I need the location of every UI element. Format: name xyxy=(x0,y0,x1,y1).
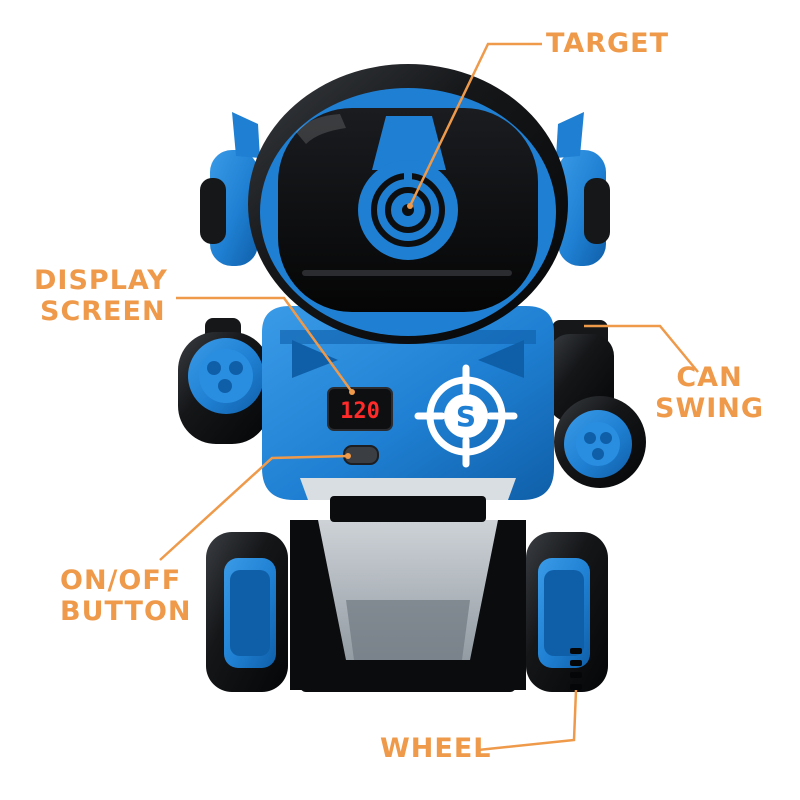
callout-swing-line1: CAN xyxy=(655,362,764,393)
wheel-leader xyxy=(478,690,576,750)
callout-target: TARGET xyxy=(546,28,669,59)
callout-display-line1: DISPLAY xyxy=(34,265,168,296)
callout-onoff-line2: BUTTON xyxy=(60,596,192,627)
display-screen: 120 xyxy=(328,388,392,430)
callout-target-text: TARGET xyxy=(546,28,669,59)
callout-wheel: WHEEL xyxy=(380,733,491,764)
wheel-base xyxy=(206,520,608,692)
callout-display-screen: DISPLAY SCREEN xyxy=(34,265,168,327)
callout-swing-line2: SWING xyxy=(655,393,764,424)
chest-logo-letter: S xyxy=(456,400,476,433)
callout-onoff-line1: ON/OFF xyxy=(60,565,192,596)
callout-display-line2: SCREEN xyxy=(34,296,168,327)
left-arm xyxy=(178,318,270,444)
callout-on-off-button: ON/OFF BUTTON xyxy=(60,565,192,627)
right-arm xyxy=(548,320,646,488)
display-readout: 120 xyxy=(340,399,380,424)
callout-wheel-text: WHEEL xyxy=(380,733,491,764)
head xyxy=(200,64,610,344)
callout-can-swing: CAN SWING xyxy=(655,362,764,424)
